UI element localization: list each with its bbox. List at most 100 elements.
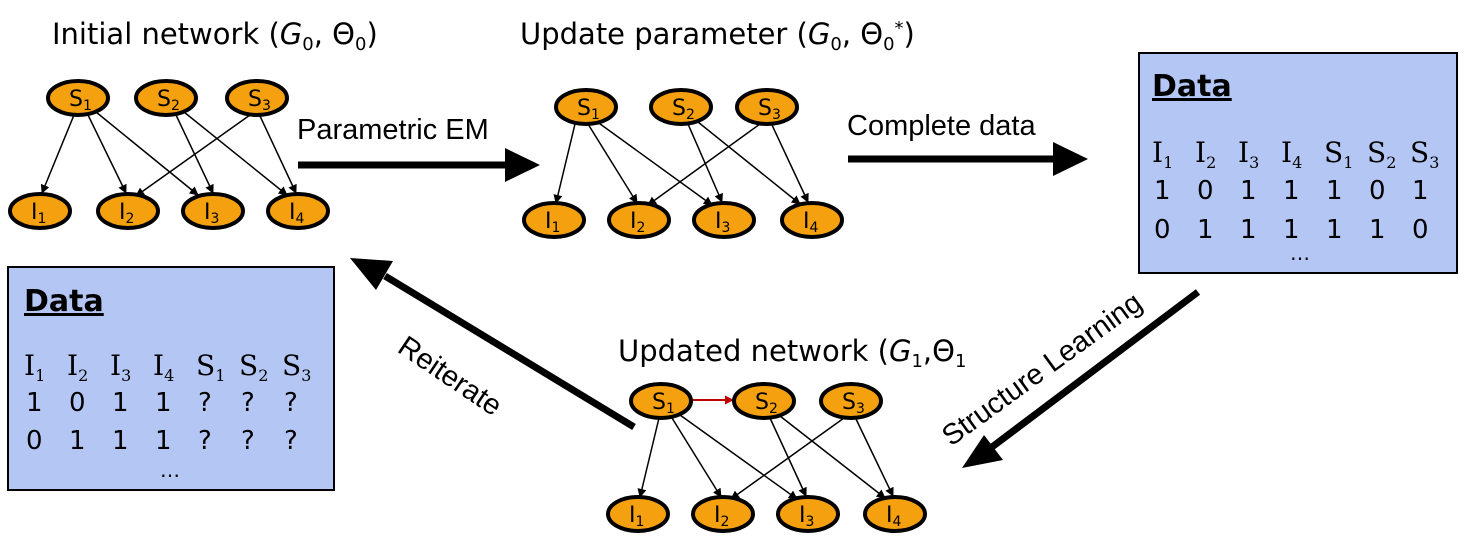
svg-text:I2: I2 [714, 503, 729, 530]
update-parameter-title: Update parameter (G0, Θ0*) [520, 17, 915, 55]
hidden-value-cell: ? [198, 388, 212, 418]
column-header: I4 [1281, 136, 1302, 172]
observed-value-cell: 1 [69, 426, 86, 456]
svg-text:I4: I4 [803, 209, 819, 236]
svg-text:I3: I3 [204, 200, 219, 227]
node-s3: S3 [819, 382, 883, 420]
data-box-title: Data [1152, 69, 1232, 104]
edge [40, 114, 75, 194]
observed-value-cell: 1 [155, 426, 172, 456]
node-i1: I1 [606, 495, 670, 533]
observed-value-cell: 1 [1283, 215, 1300, 245]
observed-value-cell: 0 [26, 426, 43, 456]
svg-text:I4: I4 [886, 503, 902, 530]
reiterate-arrow [350, 258, 636, 430]
column-header: S1 [196, 349, 225, 385]
svg-text:I1: I1 [629, 503, 644, 530]
structure-learning-arrow [962, 289, 1201, 468]
column-header: S1 [1324, 136, 1353, 172]
edge [135, 114, 251, 197]
parametric-em-arrow [298, 148, 540, 182]
svg-text:S3: S3 [758, 96, 781, 123]
edge [779, 415, 886, 499]
edge [183, 111, 288, 196]
edge [647, 123, 761, 206]
node-i3: I3 [181, 192, 245, 230]
column-header: S3 [282, 349, 311, 385]
observed-value-cell: 0 [69, 388, 86, 418]
data-ellipsis: … [160, 458, 180, 482]
node-i3: I3 [776, 495, 840, 533]
column-header: I1 [1152, 136, 1173, 172]
node-i3: I3 [692, 201, 756, 239]
svg-text:S1: S1 [652, 390, 675, 417]
node-s3: S3 [735, 88, 799, 126]
hidden-value-cell: ? [284, 426, 298, 456]
svg-text:I1: I1 [31, 200, 46, 227]
structure-learning-label: Structure Learning [936, 287, 1148, 453]
column-header: I2 [67, 349, 88, 385]
column-header: I2 [1195, 136, 1216, 172]
node-s1: S1 [629, 382, 693, 420]
svg-text:I3: I3 [799, 503, 814, 530]
edge [637, 417, 660, 498]
svg-text:S3: S3 [842, 390, 865, 417]
node-i4: I4 [780, 201, 844, 239]
node-i2: I2 [607, 201, 671, 239]
column-header: I4 [153, 349, 174, 385]
hidden-value-cell: ? [198, 426, 212, 456]
edge [771, 124, 809, 203]
edge [87, 114, 127, 194]
column-header: S2 [239, 349, 268, 385]
svg-text:S2: S2 [672, 96, 695, 123]
column-header: I3 [110, 349, 131, 385]
edge [95, 111, 199, 196]
observed-value-cell: 1 [112, 388, 129, 418]
node-i2: I2 [691, 495, 755, 533]
initial-network: S1 S2 S3 I1 I2 I3 I4 [8, 79, 330, 230]
svg-text:I1: I1 [545, 209, 560, 236]
svg-text:S1: S1 [69, 87, 92, 114]
edge [595, 120, 713, 206]
column-header: S3 [1410, 136, 1439, 172]
hidden-value-cell: ? [241, 426, 255, 456]
node-s2: S2 [732, 382, 796, 420]
node-i1: I1 [8, 192, 72, 230]
column-header: I3 [1238, 136, 1259, 172]
observed-value-cell: 0 [1154, 215, 1171, 245]
observed-value-cell: 1 [26, 388, 43, 418]
updated-network-title: Updated network (G1,Θ1 [618, 334, 966, 372]
node-i1: I1 [522, 201, 586, 239]
svg-text:S2: S2 [157, 87, 180, 114]
hidden-value-cell: 1 [1326, 215, 1343, 245]
svg-text:I4: I4 [289, 200, 305, 227]
svg-text:S2: S2 [755, 390, 778, 417]
edge [679, 414, 798, 500]
complete-data-arrow [848, 142, 1088, 176]
column-header: S2 [1367, 136, 1396, 172]
hidden-value-cell: 0 [1369, 176, 1386, 206]
updated-network: S1 S2 S3 I1 I2 I3 I4 [606, 382, 927, 533]
parametric-em-label: Parametric EM [297, 114, 489, 146]
edge [730, 417, 845, 500]
observed-value-cell: 0 [1197, 176, 1214, 206]
observed-value-cell: 1 [1283, 176, 1300, 206]
updated-parameter-network: S1 S2 S3 I1 I2 I3 I4 [522, 88, 844, 239]
data-box-title: Data [24, 284, 104, 319]
data-ellipsis: … [1290, 241, 1310, 265]
edge [259, 115, 297, 194]
hidden-value-cell: 1 [1369, 215, 1386, 245]
column-header: I1 [24, 349, 45, 385]
hidden-value-cell: ? [284, 388, 298, 418]
svg-text:I3: I3 [715, 209, 730, 236]
observed-value-cell: 1 [155, 388, 172, 418]
initial-network-title: Initial network (G0, Θ0) [52, 17, 378, 55]
svg-text:I2: I2 [630, 209, 645, 236]
node-s1: S1 [46, 79, 110, 117]
observed-value-cell: 1 [112, 426, 129, 456]
node-s1: S1 [554, 88, 618, 126]
node-s2: S2 [134, 79, 198, 117]
